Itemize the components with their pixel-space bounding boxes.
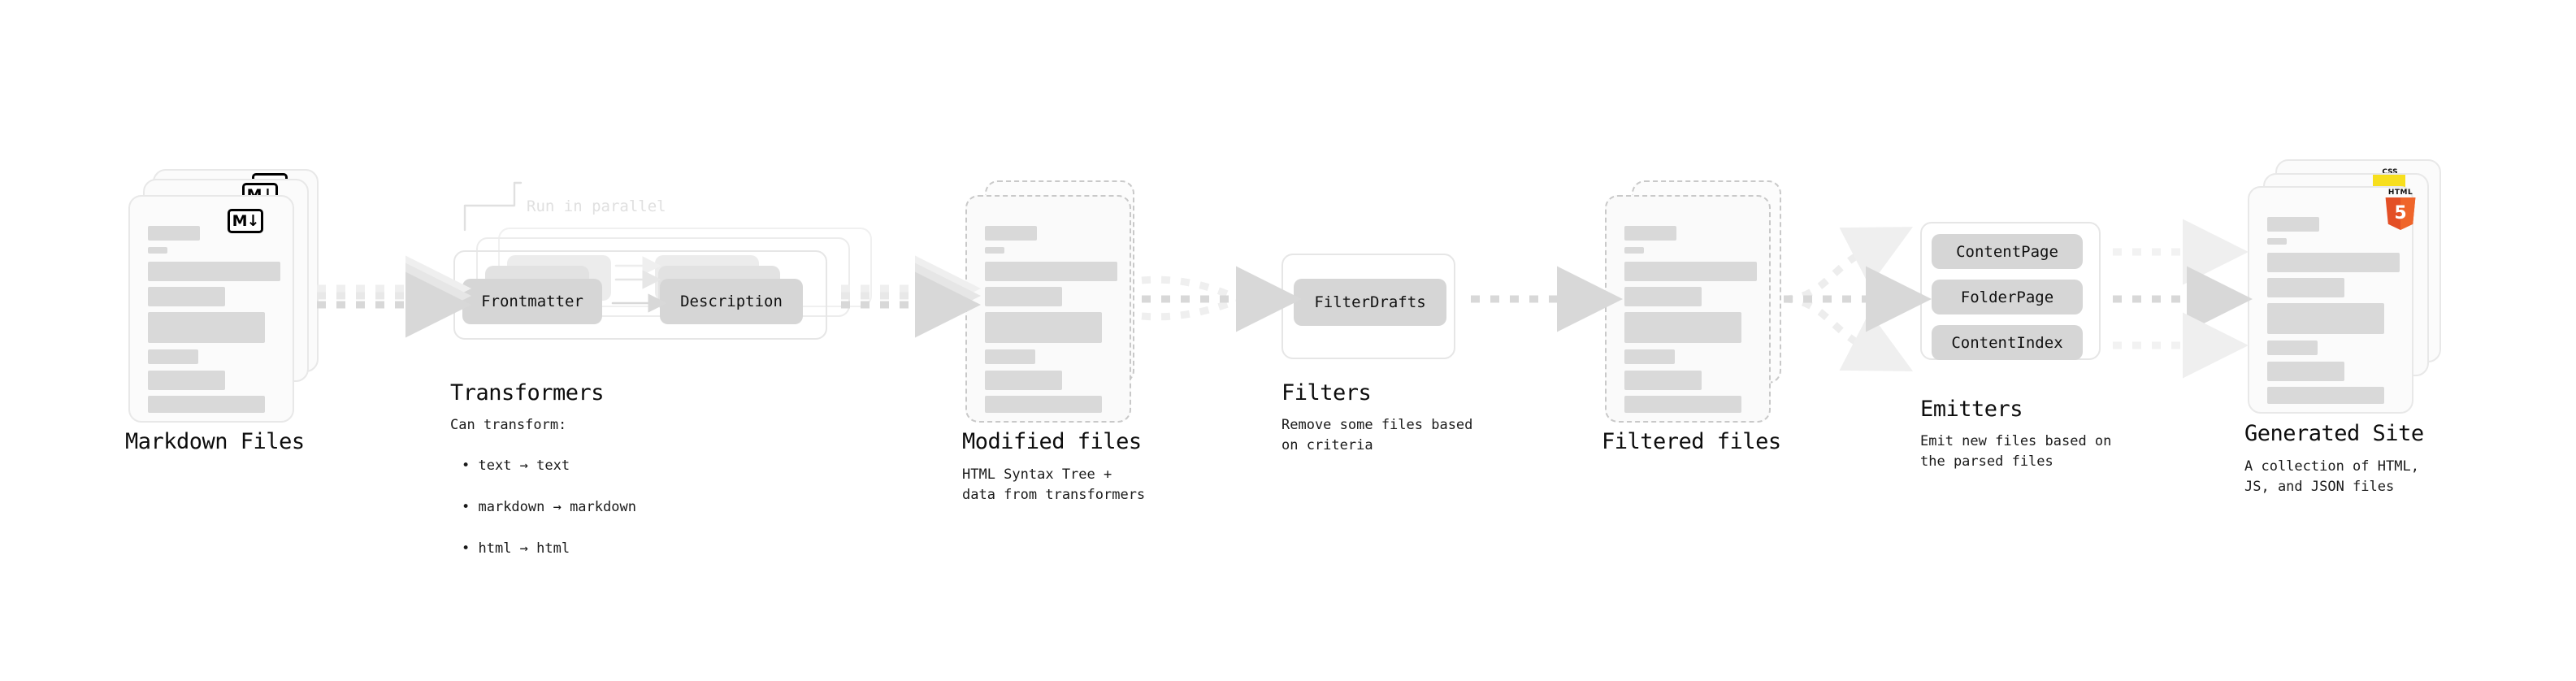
skeleton-bar [148, 312, 265, 343]
stage-title-markdown-files: Markdown Files [125, 429, 305, 454]
chip-filterdrafts[interactable]: FilterDrafts [1294, 279, 1446, 326]
skeleton-bar [148, 262, 280, 281]
skeleton-bar [2267, 340, 2318, 355]
skeleton-title [2267, 217, 2319, 232]
skeleton-subtitle [1624, 247, 1644, 254]
skeleton-bar [985, 262, 1117, 281]
skeleton-bar [148, 287, 225, 306]
skeleton-bar [985, 312, 1102, 343]
html5-badge: HTML 5 [2383, 189, 2418, 230]
skeleton-title [148, 226, 200, 241]
html5-badge-label: HTML [2387, 189, 2413, 197]
stage-caption-filters: Remove some files based on criteria [1281, 417, 1473, 453]
bullet-html-to-html: • html → html [462, 540, 570, 557]
skeleton-bar [1624, 396, 1741, 413]
bullet-markdown-to-markdown: • markdown → markdown [462, 498, 636, 515]
stage-title-emitters: Emitters [1920, 397, 2023, 422]
stage-title-generated-site: Generated Site [2244, 421, 2424, 446]
stage-bullets-transformers: • text → text • markdown → markdown • ht… [462, 435, 636, 580]
modified-card-front [965, 195, 1131, 423]
filtered-card-front [1605, 195, 1771, 423]
stage-title-modified-files: Modified files [962, 429, 1142, 454]
chip-frontmatter[interactable]: Frontmatter [462, 279, 602, 324]
markdown-badge-front: M↓ [228, 209, 263, 233]
chip-description[interactable]: Description [660, 279, 803, 324]
stage-title-filters: Filters [1281, 380, 1372, 406]
stage-caption-transformers: Can transform: [450, 417, 567, 433]
stage-caption-modified-files: HTML Syntax Tree + data from transformer… [962, 466, 1146, 503]
skeleton-bar [2267, 387, 2384, 404]
chip-folderpage[interactable]: FolderPage [1932, 280, 2083, 314]
skeleton-bar [985, 396, 1102, 413]
skeleton-title [1624, 226, 1676, 241]
stage-title-transformers: Transformers [450, 380, 605, 406]
stage-title-filtered-files: Filtered files [1602, 429, 1781, 454]
connector-modified-to-filters [1141, 266, 1302, 332]
run-in-parallel-bracket [463, 181, 523, 232]
skeleton-bar [2267, 278, 2344, 297]
html5-shield-icon: 5 [2385, 197, 2416, 230]
skeleton-bar [985, 287, 1062, 306]
html5-badge-digit: 5 [2394, 203, 2407, 223]
skeleton-subtitle [985, 247, 1004, 254]
chip-contentpage[interactable]: ContentPage [1932, 234, 2083, 269]
skeleton-bar [1624, 287, 1702, 306]
skeleton-bar [1624, 371, 1702, 390]
skeleton-bar [985, 349, 1035, 364]
skeleton-title [985, 226, 1037, 241]
connector-md-to-transformers [317, 255, 471, 338]
stage-caption-emitters: Emit new files based on the parsed files [1920, 433, 2112, 470]
skeleton-bar [148, 396, 265, 413]
skeleton-bar [985, 371, 1062, 390]
skeleton-bar [1624, 312, 1741, 343]
site-card-front [2248, 186, 2413, 414]
skeleton-bar [148, 349, 198, 364]
skeleton-bar [1624, 262, 1757, 281]
skeleton-subtitle [2267, 238, 2287, 245]
connector-filtered-to-emitters [1783, 227, 1932, 371]
chip-contentindex[interactable]: ContentIndex [1932, 325, 2083, 360]
skeleton-bar [148, 371, 225, 390]
skeleton-bar [2267, 362, 2344, 381]
css-badge-label: CSS [2382, 168, 2398, 176]
skeleton-subtitle [148, 247, 167, 254]
markdown-card-front [128, 195, 294, 423]
skeleton-bar [1624, 349, 1675, 364]
skeleton-bar [2267, 303, 2384, 334]
bullet-text-to-text: • text → text [462, 457, 570, 474]
run-in-parallel-label: Run in parallel [527, 197, 666, 215]
connector-emitters-to-site [2113, 219, 2253, 379]
skeleton-bar [2267, 253, 2400, 272]
stage-caption-generated-site: A collection of HTML, JS, and JSON files [2244, 458, 2419, 495]
